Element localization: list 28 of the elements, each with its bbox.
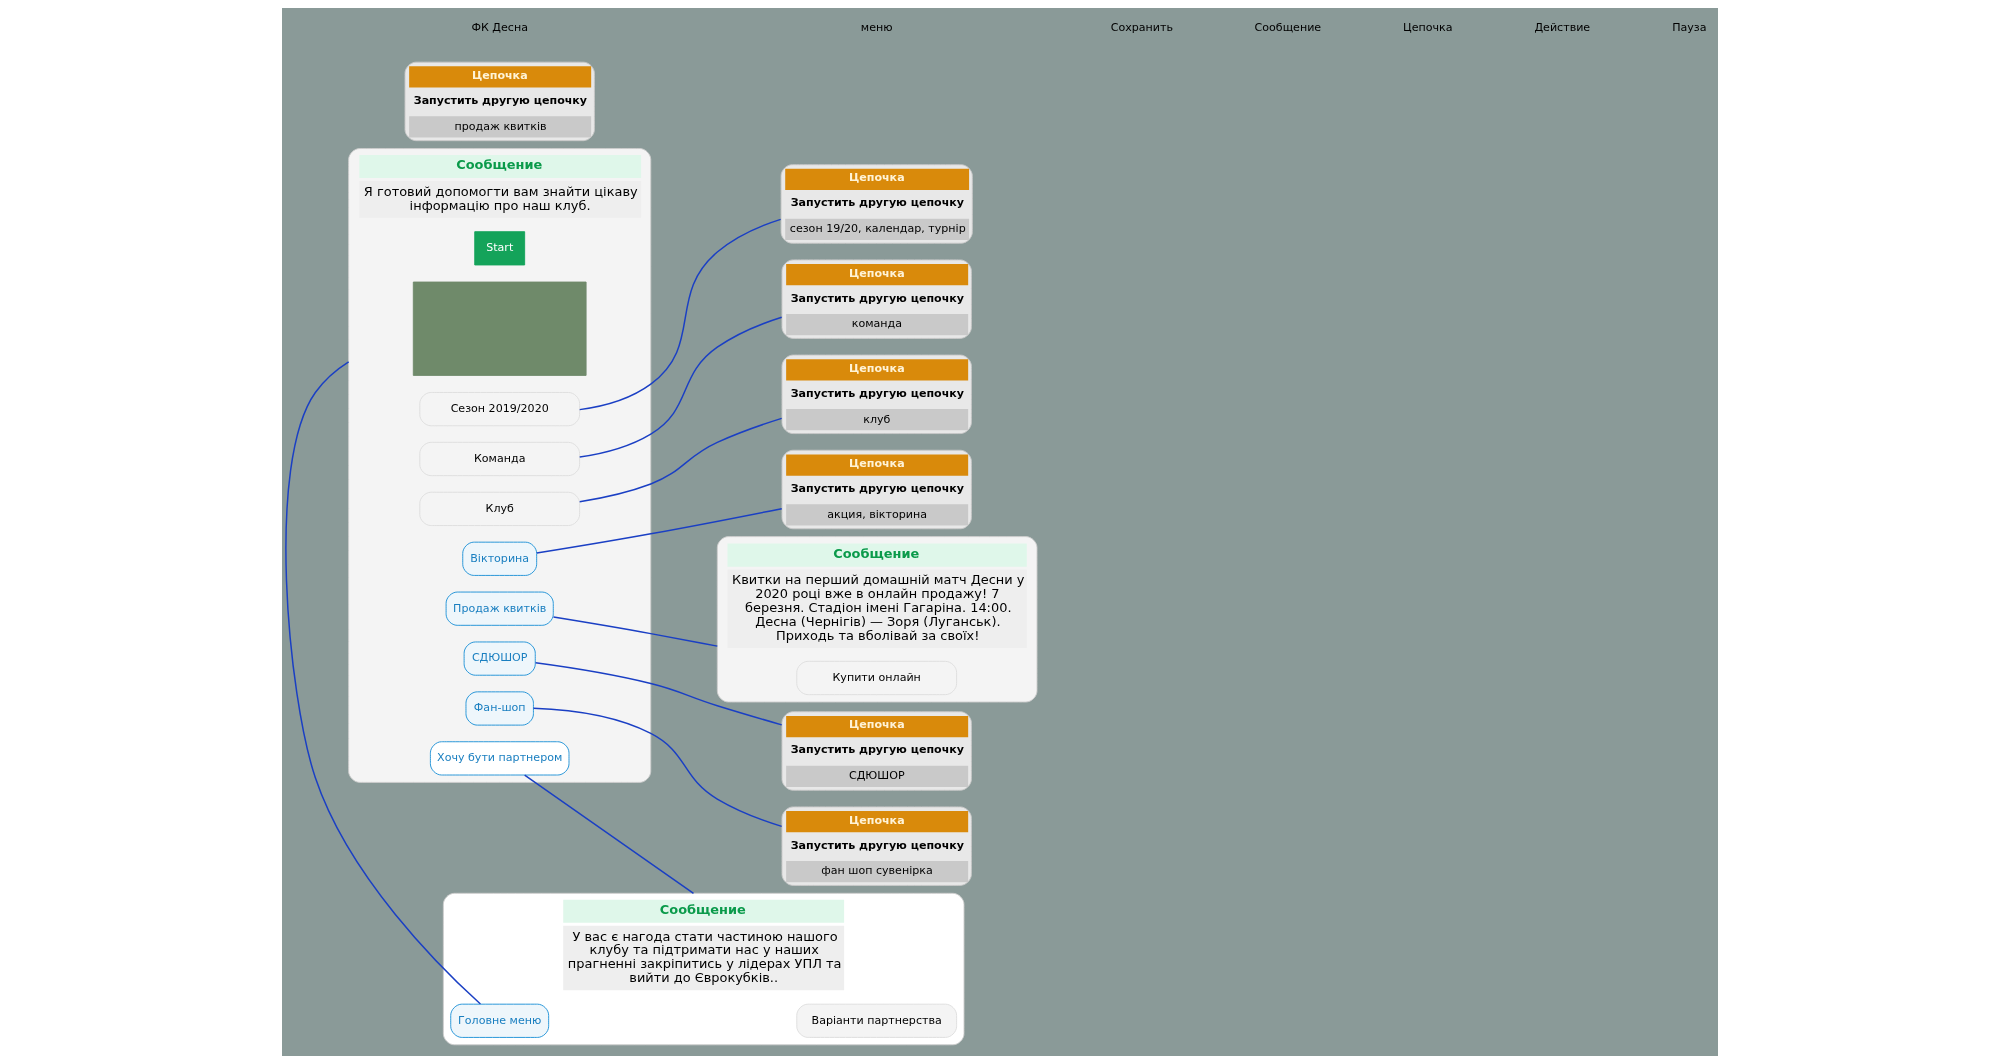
node-box: Продаж квитків [445,591,554,626]
label: Сообщение [1254,21,1322,35]
connector [534,662,783,726]
node-box: Сезон 2019/2020 [419,392,581,427]
connector [579,316,783,458]
connector [552,616,719,647]
node-label: Start [486,241,514,255]
connector [532,707,783,828]
node-box: Вікторина [462,541,538,576]
node-box: Клуб [419,491,581,526]
connector [578,218,782,411]
connector [285,361,482,1005]
label: Цепочка [1403,21,1453,35]
connector [523,774,695,895]
node-box: СДЮШОР [463,641,536,676]
node-box: Головне меню [450,1003,550,1038]
node-box: Фан-шоп [465,691,534,726]
label: Сохранить [1110,21,1174,35]
connector [536,507,783,554]
label: меню [860,21,893,35]
node-box: Варіанти партнерства [796,1003,958,1038]
label: ФК Десна [471,21,528,35]
node-box: Команда [419,441,581,477]
node-box [412,281,587,376]
label: Пауза [1672,21,1707,35]
connector [578,417,783,503]
node-box: Хочу бути партнером [429,741,570,776]
label: Действие [1534,21,1591,35]
